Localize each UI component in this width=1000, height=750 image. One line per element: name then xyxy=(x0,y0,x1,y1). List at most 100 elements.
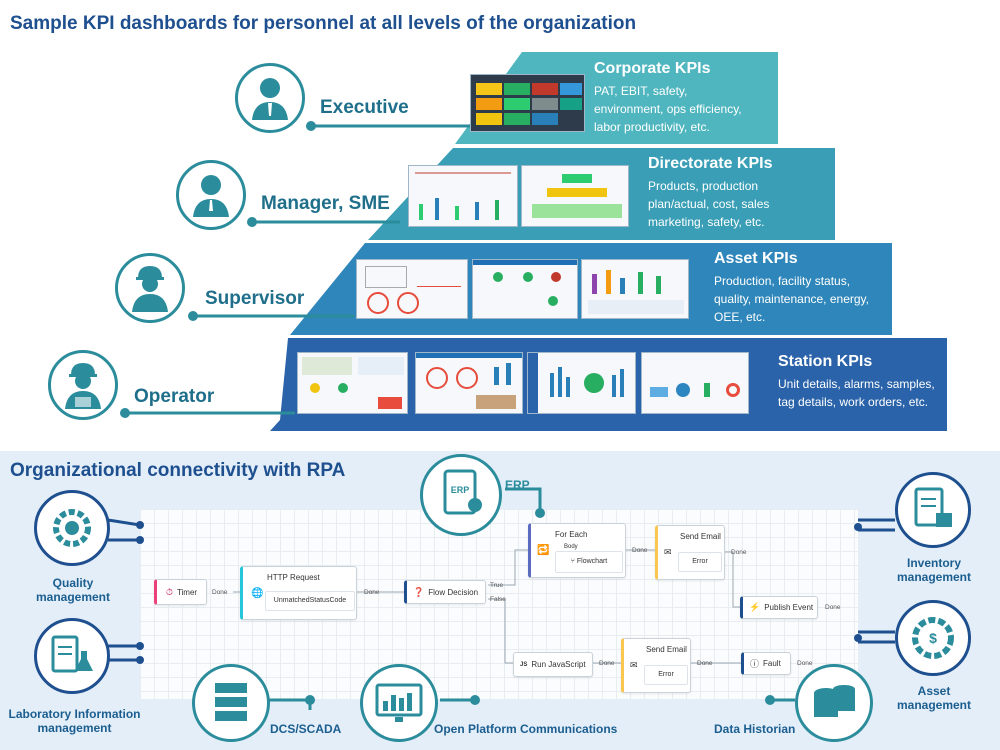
database-icon xyxy=(814,685,855,717)
executive-icon xyxy=(252,78,288,120)
monitor-chart-icon xyxy=(375,683,423,722)
foreach-done-label: Done xyxy=(632,547,648,554)
run-javascript-label: Run JavaScript xyxy=(531,660,586,669)
supervisor-avatar xyxy=(115,253,185,323)
dashboard-thumb-supervisor-2 xyxy=(472,259,578,319)
dashboard-thumb-supervisor-3 xyxy=(581,259,689,319)
http-request-title: HTTP Request xyxy=(267,573,320,582)
erp-label: ERP xyxy=(505,478,530,492)
for-each-title: For Each xyxy=(555,530,588,539)
mail-icon-2: ✉ xyxy=(630,660,638,670)
dashboard-thumb-operator-2 xyxy=(415,352,523,414)
asset-label: Asset management xyxy=(896,684,972,712)
timer-done-label: Done xyxy=(212,589,228,596)
publish-event-label: Publish Event xyxy=(764,603,814,612)
opc-circle xyxy=(360,664,438,742)
supervisor-hardhat-icon xyxy=(132,266,168,312)
kpi-body-corporate: PAT, EBIT, safety,environment, ops effic… xyxy=(594,84,742,134)
dcs-label: DCS/SCADA xyxy=(270,722,342,736)
manager-avatar xyxy=(176,160,246,230)
globe-icon: 🌐 xyxy=(251,588,264,599)
asset-band xyxy=(705,243,892,335)
operator-hardhat-icon xyxy=(65,363,101,409)
station-band xyxy=(755,338,947,431)
manager-icon xyxy=(193,175,229,217)
fault-node[interactable]: ⓘ Fault xyxy=(741,652,791,675)
kpi-body-asset: Production, facility status,quality, mai… xyxy=(714,274,869,324)
svg-text:$: $ xyxy=(929,630,937,646)
send-email-1-title: Send Email xyxy=(680,532,721,541)
erp-circle: ERP xyxy=(420,454,502,536)
send-email-node-1[interactable]: ✉ Send Email Error xyxy=(655,525,725,580)
run-javascript-node[interactable]: JS Run JavaScript xyxy=(513,652,593,677)
dashboard-thumb-operator-1 xyxy=(297,352,408,414)
quality-circle xyxy=(34,490,110,566)
send-email-node-2[interactable]: ✉ Send Email Error xyxy=(621,638,691,693)
dashboard-thumb-manager-2 xyxy=(521,165,629,227)
http-request-sub: UnmatchedStatusCode xyxy=(265,591,355,611)
inventory-clipboard-icon xyxy=(914,487,952,527)
role-supervisor: Supervisor xyxy=(205,288,305,309)
svg-text:ERP: ERP xyxy=(451,485,470,495)
runjs-done-label: Done xyxy=(599,660,615,667)
historian-circle xyxy=(795,664,873,742)
send-email-2-error: Error xyxy=(644,665,688,685)
flow-decision-node[interactable]: ❓ Flow Decision xyxy=(404,580,486,604)
inventory-label: Inventory management xyxy=(896,556,972,584)
send-email-2-title: Send Email xyxy=(646,645,687,654)
alert-icon: ⓘ xyxy=(750,659,760,669)
role-operator: Operator xyxy=(134,386,215,407)
asset-gear-money-icon: $ xyxy=(912,617,954,659)
kpi-title-directorate: Directorate KPIs xyxy=(648,155,773,172)
dashboard-thumb-operator-4 xyxy=(641,352,749,414)
fault-done-label: Done xyxy=(797,660,813,667)
opc-label: Open Platform Communications xyxy=(434,722,618,736)
dashboard-thumb-supervisor-1 xyxy=(356,259,468,319)
js-icon: JS xyxy=(520,661,528,668)
false-label: False xyxy=(490,596,506,603)
quality-gear-icon xyxy=(53,509,91,547)
role-manager: Manager, SME xyxy=(261,193,390,214)
kpi-title-station: Station KPIs xyxy=(778,353,873,370)
publish-done-label: Done xyxy=(825,604,841,611)
loop-icon: 🔁 xyxy=(537,545,550,556)
http-request-node[interactable]: 🌐 HTTP Request UnmatchedStatusCode xyxy=(240,566,357,620)
publish-event-node[interactable]: ⚡ Publish Event xyxy=(740,596,818,619)
send-email-1-done-label: Done xyxy=(731,549,747,556)
historian-label: Data Historian xyxy=(714,722,796,736)
send-email-2-done-label: Done xyxy=(697,660,713,667)
bottom-section-title: Organizational connectivity with RPA xyxy=(10,460,346,481)
lims-circle xyxy=(34,618,110,694)
corporate-band xyxy=(585,52,778,144)
flowchart-label: Flowchart xyxy=(576,558,608,565)
http-done-label: Done xyxy=(364,589,380,596)
fault-label: Fault xyxy=(763,659,781,668)
lab-clipboard-icon xyxy=(51,635,93,673)
timer-label: Timer xyxy=(176,587,198,597)
role-executive: Executive xyxy=(320,97,409,118)
branch-icon: ⑂ xyxy=(570,558,575,565)
mail-icon: ✉ xyxy=(664,547,672,557)
flowchart-box: ⑂ Flowchart xyxy=(555,551,623,573)
timer-node[interactable]: ⏱ Timer xyxy=(154,579,207,605)
operator-avatar xyxy=(48,350,118,420)
body-label: Body xyxy=(564,544,578,550)
send-email-1-error: Error xyxy=(678,552,722,572)
executive-avatar xyxy=(235,63,305,133)
timer-icon: ⏱ xyxy=(165,586,173,597)
dashboard-thumb-executive xyxy=(470,74,585,132)
dashboard-thumb-operator-3 xyxy=(527,352,636,414)
question-icon: ❓ xyxy=(413,586,425,597)
quality-label: Quality management xyxy=(35,576,111,604)
lightning-icon: ⚡ xyxy=(749,602,761,612)
true-label: True xyxy=(490,582,504,589)
inventory-circle xyxy=(895,472,971,548)
server-rack-icon xyxy=(215,683,247,721)
asset-circle: $ xyxy=(895,600,971,676)
kpi-body-station: Unit details, alarms, samples,tag detail… xyxy=(778,377,935,409)
directorate-band xyxy=(640,148,835,240)
kpi-title-corporate: Corporate KPIs xyxy=(594,60,711,77)
for-each-node[interactable]: 🔁 For Each Body ⑂ Flowchart xyxy=(528,523,626,578)
erp-document-icon: ERP xyxy=(443,469,482,515)
